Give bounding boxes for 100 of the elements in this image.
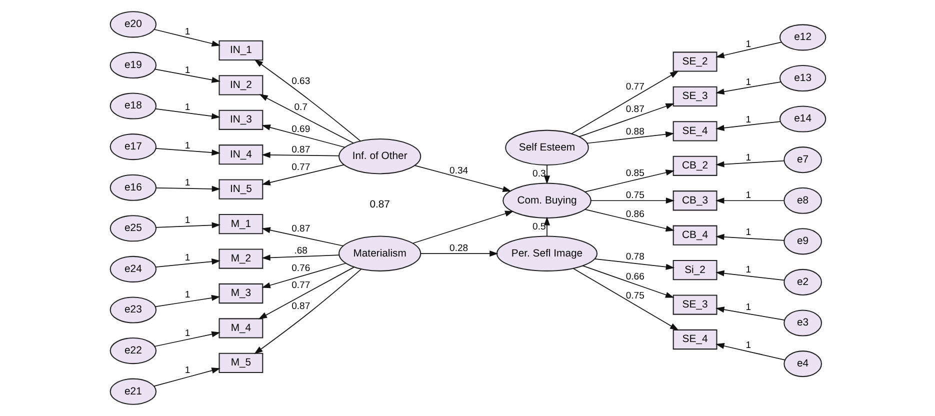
edge-label: 0.87 (291, 144, 310, 156)
edge-label: 1 (745, 152, 751, 164)
arrow (254, 59, 360, 142)
node-box: IN_3 (218, 110, 263, 130)
node-ellipse: e25 (109, 215, 156, 242)
edge-label: 0.85 (625, 168, 644, 180)
arrow (261, 262, 346, 288)
node-ellipse: e24 (109, 256, 156, 282)
arrow (261, 152, 339, 158)
node-box: IN_4 (218, 144, 263, 165)
node-box: CB_2 (672, 156, 717, 176)
arrow (261, 254, 339, 261)
edge-label: 0.5 (532, 222, 546, 233)
edge-label: 0.75 (625, 190, 644, 201)
edge-label: 0.87 (291, 224, 310, 235)
node-ellipse: e19 (109, 52, 156, 78)
node-ellipse: e12 (778, 24, 826, 51)
arrow (584, 209, 674, 232)
edge-label: 0.34 (449, 166, 468, 177)
node-ellipse: e16 (109, 174, 156, 201)
edge-label: .68 (294, 245, 307, 256)
arrow (594, 258, 674, 270)
edge-label: 0.28 (449, 242, 468, 254)
node-box: CB_4 (672, 225, 717, 246)
arrow (586, 131, 674, 144)
node-box: Si_2 (672, 260, 717, 280)
edge-label: 0.77 (625, 81, 644, 92)
node-box: SE_3 (672, 294, 717, 315)
edge-label: 1 (184, 64, 190, 76)
node-ellipse: Materialism (338, 236, 421, 272)
edge-label: 1 (745, 114, 751, 126)
node-ellipse: e3 (783, 310, 822, 336)
node-box: M_2 (218, 248, 263, 269)
arrow (715, 198, 784, 204)
node-ellipse: e17 (109, 134, 156, 160)
node-ellipse: Inf. of Other (338, 138, 421, 174)
node-box: M_4 (218, 318, 263, 338)
edge-label: 1 (184, 102, 190, 114)
node-box: SE_3 (672, 86, 717, 107)
arrow (154, 108, 220, 120)
arrow (261, 164, 344, 186)
arrow (578, 103, 674, 138)
edge-label: 0.7 (294, 102, 307, 114)
edge-label: 1 (184, 178, 190, 189)
node-ellipse: e2 (783, 268, 822, 296)
arrow (261, 227, 344, 246)
edge-label: 0.76 (291, 262, 310, 274)
arrow (153, 368, 220, 387)
node-box: M_5 (218, 352, 263, 373)
arrow (715, 306, 784, 320)
arrow (414, 165, 511, 192)
edge-label: 1 (745, 264, 751, 276)
node-box: IN_2 (218, 75, 263, 96)
arrow (154, 331, 220, 347)
node-box: CB_3 (672, 190, 717, 211)
label: 0.87 (369, 200, 390, 211)
arrow (715, 42, 782, 58)
arrow (715, 121, 780, 131)
node-ellipse: e4 (783, 350, 822, 378)
edge-label: 1 (745, 302, 751, 313)
arrow (715, 81, 781, 95)
arrow (420, 250, 498, 257)
node-box: M_1 (218, 214, 263, 234)
arrow (715, 342, 785, 360)
edge-label: 1 (184, 328, 190, 339)
arrow (543, 164, 550, 184)
arrow (543, 216, 550, 236)
edge-label: 0.63 (291, 76, 310, 88)
node-ellipse: e9 (783, 228, 822, 255)
arrow (570, 70, 678, 134)
edge-label: 1 (184, 365, 190, 376)
node-ellipse: e14 (778, 106, 826, 132)
edge-label: 1 (745, 38, 751, 50)
edge-label: 0.75 (625, 290, 644, 302)
node-box: SE_4 (672, 329, 717, 350)
arrow (572, 268, 678, 330)
edge-label: 1 (745, 190, 751, 201)
node-box: IN_5 (218, 179, 263, 200)
edge-label: 1 (745, 77, 751, 88)
edge-label: 1 (184, 140, 190, 152)
edge-label: 1 (184, 215, 190, 226)
arrow (154, 294, 220, 308)
arrow (584, 170, 674, 192)
node-box: IN_1 (218, 40, 263, 61)
edge-label: 0.86 (625, 208, 644, 220)
edge-label: 0.77 (291, 280, 310, 292)
arrow (715, 270, 784, 281)
node-ellipse: Self Esteem (504, 130, 588, 166)
edge-label: 1 (184, 252, 190, 264)
arrow (153, 28, 220, 47)
edge-label: 0.3 (532, 168, 546, 180)
arrow (582, 265, 674, 298)
edge-label: 0.87 (625, 104, 644, 115)
node-box: SE_2 (672, 52, 717, 72)
edge-label: 1 (745, 227, 751, 238)
node-ellipse: e7 (783, 146, 822, 174)
arrow (155, 186, 220, 192)
node-ellipse: e13 (778, 64, 826, 92)
node-ellipse: e18 (109, 92, 156, 120)
node-ellipse: e8 (783, 187, 822, 214)
